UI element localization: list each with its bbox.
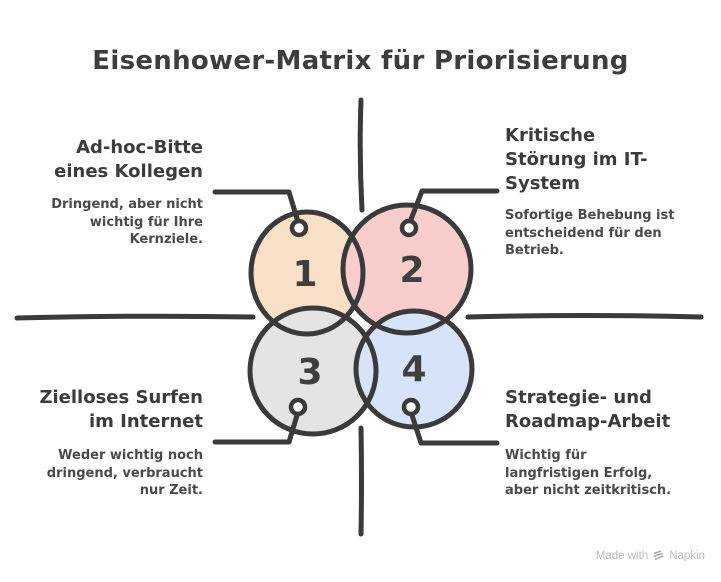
quadrant-top-left-label: Ad-hoc-Bitte eines Kollegen — [54, 137, 203, 182]
axis-lines — [14, 97, 704, 537]
connector-line-3 — [212, 409, 301, 445]
circle-3-number: 3 — [297, 352, 322, 393]
axis-horizontal-right-line — [465, 313, 704, 320]
circle-1-number: 1 — [292, 254, 317, 295]
connector-dot-3 — [288, 397, 308, 417]
connector-lines — [212, 188, 500, 446]
quadrant-bottom-right-label: Strategie- und Roadmap-Arbeit — [505, 387, 671, 432]
connector-line-1 — [212, 189, 301, 225]
axis-vertical-bottom-line — [358, 425, 364, 537]
watermark-made-with-text: Made with — [595, 549, 649, 562]
made-with-napkin-watermark: Made with Napkin — [596, 549, 705, 562]
quadrant-bottom-left-label: Zielloses Surfen im Internet — [39, 387, 203, 432]
diagram-title: Eisenhower-Matrix für Priorisierung — [92, 46, 629, 76]
napkin-logo-icon — [653, 550, 664, 561]
quadrant-circle-2-fill — [343, 205, 471, 333]
circle-4-number: 4 — [401, 349, 426, 390]
connector-dot-2 — [399, 218, 419, 238]
connector-dots — [288, 218, 421, 417]
circle-fills — [250, 205, 472, 434]
watermark-brand-text: Napkin — [669, 549, 705, 562]
axis-horizontal-left-line — [14, 313, 256, 321]
connector-line-4 — [408, 409, 500, 446]
quadrant-bottom-left-description: Weder wichtig noch dringend, verbraucht … — [46, 448, 203, 498]
quadrant-circle-4-fill — [356, 311, 472, 427]
quadrant-circle-2-outline — [340, 202, 474, 336]
quadrant-circle-1-outline — [248, 209, 366, 337]
circle-2-number: 2 — [399, 250, 424, 291]
quadrant-bottom-right-description: Wichtig für langfristigen Erfolg, aber n… — [505, 448, 672, 498]
quadrant-circle-1-fill — [251, 212, 363, 334]
quadrant-top-right-description: Sofortige Behebung ist entscheidend für … — [505, 208, 675, 258]
quadrant-circle-3-fill — [250, 308, 376, 434]
connector-dot-4 — [401, 397, 421, 417]
quadrant-top-right-label: Kritische Störung im IT- System — [505, 125, 648, 194]
connector-dot-1 — [289, 218, 309, 238]
axis-vertical-top-line — [357, 97, 365, 213]
circle-numbers: 1 2 3 4 — [292, 250, 426, 393]
quadrant-circle-3-outline — [247, 305, 379, 437]
connector-line-2 — [407, 188, 500, 225]
quadrant-top-left-description: Dringend, aber nicht wichtig für Ihre Ke… — [51, 197, 203, 247]
